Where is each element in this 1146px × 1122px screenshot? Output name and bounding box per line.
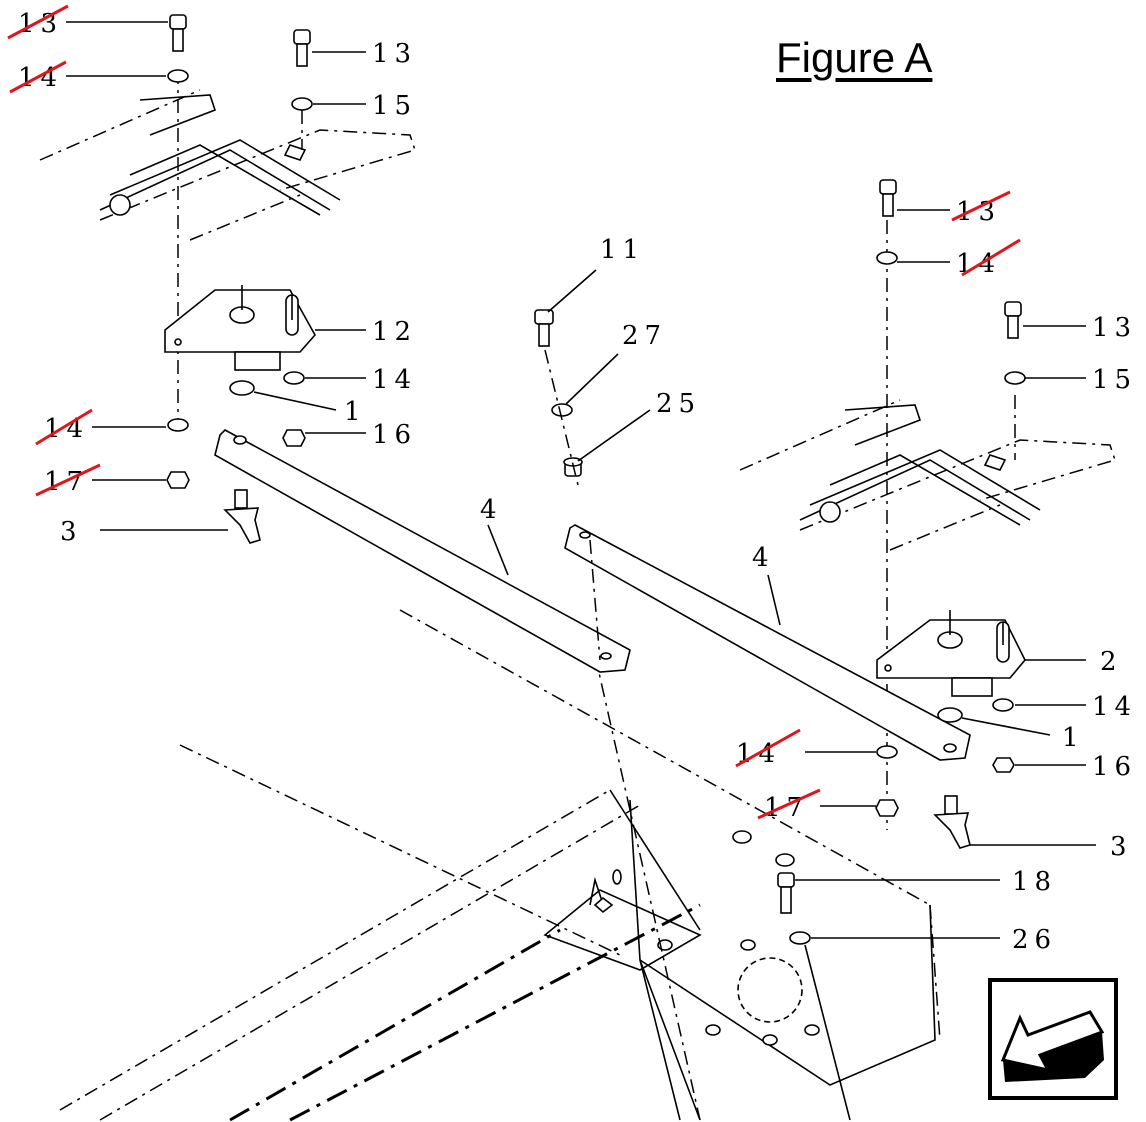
callout-4-right: 4 — [752, 543, 775, 573]
callout-15-right: 15 — [1092, 365, 1137, 395]
mount-plate-right — [876, 610, 1026, 697]
direction-arrow-icon — [988, 978, 1118, 1100]
callout-16-right: 16 — [1092, 752, 1137, 782]
callout-26: 26 — [1012, 925, 1057, 955]
callout-4-left: 4 — [480, 495, 503, 525]
callout-14-right: 14 — [1092, 692, 1137, 722]
callout-3-right: 3 — [1110, 832, 1133, 862]
callout-1-left: 1 — [344, 397, 367, 427]
callout-12: 12 — [372, 317, 417, 347]
callout-13-right-struck: 13 — [956, 197, 1001, 227]
red-strike-marks — [7, 4, 1021, 820]
callout-18: 18 — [1012, 867, 1057, 897]
callout-13-top: 13 — [372, 39, 417, 69]
chassis-frame — [59, 609, 941, 1122]
mount-plate-left — [164, 285, 316, 371]
callout-3-left: 3 — [60, 517, 83, 547]
flat-bar-left — [214, 429, 631, 673]
upper-left-rail-assembly — [39, 70, 416, 430]
callout-27: 27 — [622, 321, 667, 351]
callout-11: 11 — [600, 235, 645, 265]
callout-2: 2 — [1100, 647, 1123, 677]
flat-bar-right — [564, 524, 971, 761]
upper-right-rail-assembly — [739, 220, 1116, 830]
callout-16-left: 16 — [372, 420, 417, 450]
callout-13-right: 13 — [1092, 313, 1137, 343]
figure-title: Figure A — [776, 34, 933, 81]
callout-15-top: 15 — [372, 91, 417, 121]
callout-1-right: 1 — [1062, 723, 1085, 753]
leader-lines — [66, 21, 1096, 939]
callout-25: 25 — [656, 389, 701, 419]
callout-14-lower-left: 14 — [44, 414, 89, 444]
callout-14-mid-left: 14 — [372, 365, 417, 395]
